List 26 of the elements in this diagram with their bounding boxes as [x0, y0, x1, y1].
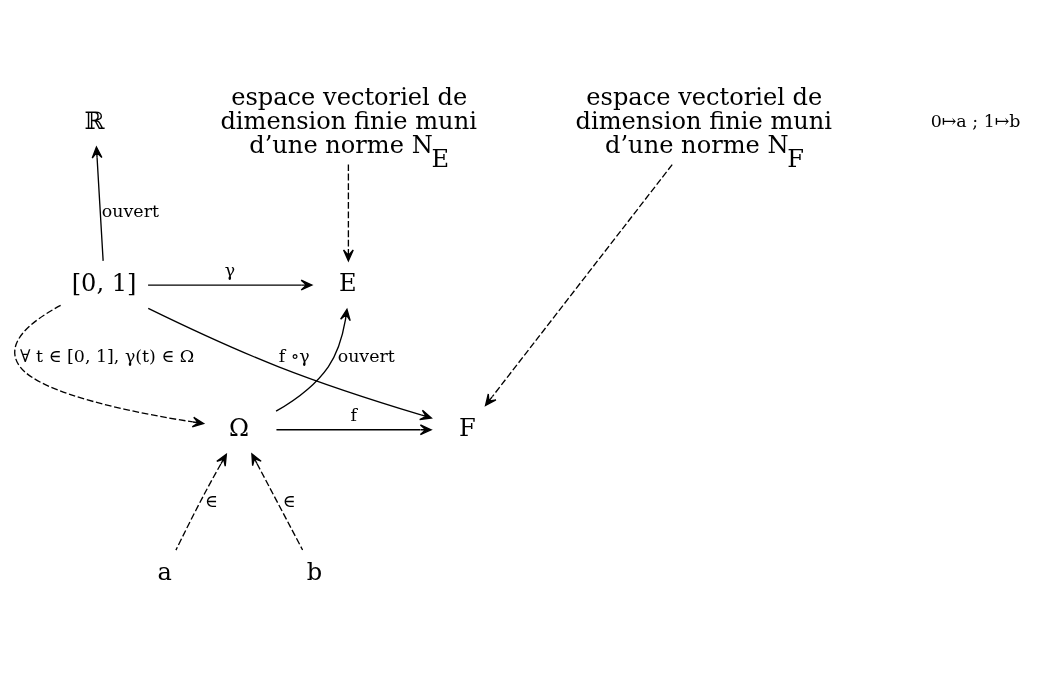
edge-label: ouvert	[337, 345, 395, 366]
edge-label: ∈	[205, 490, 218, 511]
node-text: b	[306, 557, 323, 586]
edge-label: ∈	[282, 490, 296, 511]
edge-label: f ∘γ	[278, 345, 310, 366]
edge-label: ∀ t ∈ [0, 1], γ(t) ∈ Ω	[20, 345, 195, 366]
arrow	[175, 453, 227, 551]
edge-label: f	[350, 404, 357, 425]
arrow	[147, 307, 433, 420]
node-text: [0, 1]	[71, 268, 137, 297]
arrow	[484, 163, 673, 406]
node-text: F	[458, 413, 476, 442]
arrow	[91, 145, 104, 262]
node-text: ℝ	[84, 106, 105, 135]
node-text: a	[157, 557, 172, 586]
arrow	[275, 308, 351, 412]
label: 0↦a ; 1↦b	[930, 110, 1021, 131]
node-text: Ω	[229, 413, 250, 442]
arrow	[342, 163, 354, 261]
arrow	[14, 304, 205, 427]
arrow	[275, 423, 432, 435]
arrow	[251, 452, 304, 551]
node-text: E	[339, 268, 357, 297]
edge-label: γ	[224, 259, 236, 280]
edge-label: ouvert	[101, 200, 159, 221]
arrow	[147, 279, 313, 291]
